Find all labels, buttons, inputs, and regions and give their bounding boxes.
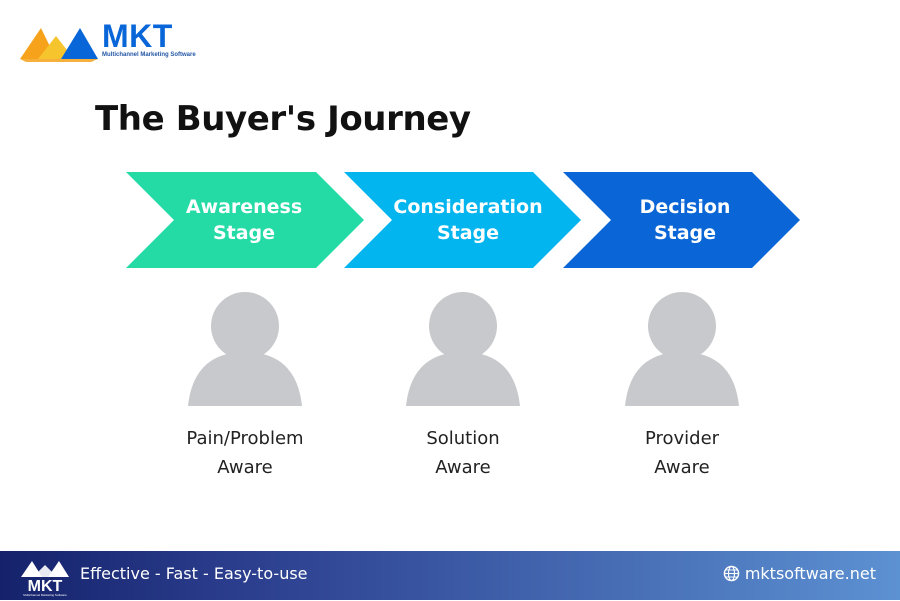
footer-logo-subtitle: Multichannel Marketing Software — [23, 593, 67, 597]
stage-label-line-1: Decision — [639, 196, 731, 218]
mkt-logo: MKT Multichannel Marketing Software — [18, 18, 196, 64]
person-label-line-1: Provider — [644, 428, 720, 449]
mkt-footer-logo-icon: MKT Multichannel Marketing Software — [21, 561, 69, 597]
person-label-line-1: Solution — [426, 428, 500, 449]
person-icon — [625, 292, 739, 406]
person-label-solution: Solution Aware — [373, 424, 553, 482]
person-icon — [406, 292, 520, 406]
stage-label-line-2: Stage — [212, 222, 276, 244]
person-icon — [188, 292, 302, 406]
footer-logo: MKT Multichannel Marketing Software — [18, 553, 72, 597]
brand-name: MKT — [102, 18, 173, 54]
stage-label-line-2: Stage — [653, 222, 717, 244]
person-icon-consideration — [406, 290, 520, 406]
stage-label-awareness: Awareness Stage — [154, 194, 334, 246]
website-link[interactable]: mktsoftware.net — [723, 564, 876, 583]
page-title: The Buyer's Journey — [95, 99, 471, 139]
person-label-line-2: Aware — [217, 457, 273, 478]
footer-tagline: Effective - Fast - Easy-to-use — [80, 564, 308, 583]
person-label-line-1: Pain/Problem — [186, 428, 304, 449]
stage-arrow-decision — [563, 172, 800, 268]
stage-arrow-consideration — [344, 172, 581, 268]
brand-subtitle: Multichannel Marketing Software — [102, 52, 196, 58]
person-label-provider: Provider Aware — [592, 424, 772, 482]
footer-bar: MKT Multichannel Marketing Software Effe… — [0, 551, 900, 600]
globe-icon — [723, 565, 740, 582]
footer-logo-text: MKT — [28, 578, 63, 595]
mkt-logo-icon — [20, 28, 98, 62]
person-icon-decision — [625, 290, 739, 406]
stage-label-decision: Decision Stage — [595, 194, 775, 246]
stage-label-line-2: Stage — [436, 222, 500, 244]
stage-label-line-1: Awareness — [185, 196, 303, 218]
journey-stages: Awareness Stage Consideration Stage Deci… — [120, 170, 804, 270]
stage-label-consideration: Consideration Stage — [378, 194, 558, 246]
stage-arrows — [126, 172, 800, 268]
stage-label-line-1: Consideration — [393, 196, 543, 218]
person-label-line-2: Aware — [435, 457, 491, 478]
website-text[interactable]: mktsoftware.net — [744, 564, 876, 583]
person-icon-awareness — [188, 290, 302, 406]
person-label-line-2: Aware — [654, 457, 710, 478]
person-label-pain-problem: Pain/Problem Aware — [155, 424, 335, 482]
stage-arrow-awareness — [126, 172, 364, 268]
